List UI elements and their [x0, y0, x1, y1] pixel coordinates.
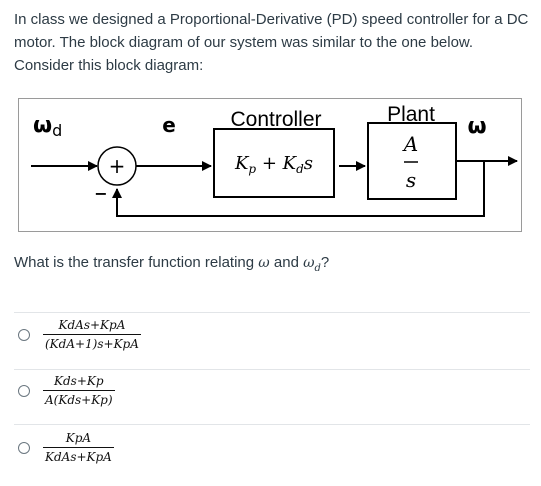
plant-title: Plant — [387, 103, 435, 126]
answer-radio-2[interactable] — [18, 384, 30, 397]
question-text: In class we designed a Proportional-Deri… — [14, 11, 529, 74]
answer-option-2[interactable]: Kds+Kp A(Kds+Kp) — [18, 374, 115, 407]
answer-option-3[interactable]: KpA KdAs+KpA — [18, 431, 114, 464]
omega-d-symbol: ωd — [303, 255, 321, 274]
answer-formula-3: KpA KdAs+KpA — [43, 431, 114, 464]
summer-minus-sign: − — [94, 184, 107, 203]
controller-block — [213, 128, 335, 198]
answer-formula-1: KdAs+KpA (KdA+1)s+KpA — [43, 318, 141, 351]
plant-block — [367, 122, 457, 200]
answer-radio-3[interactable] — [18, 441, 30, 454]
answer-radio-1[interactable] — [18, 328, 30, 341]
input-omega-label: ωd — [33, 113, 62, 140]
plant-denominator: s — [406, 168, 416, 192]
sub-question-prefix: What is the transfer function relating — [14, 254, 259, 271]
block-diagram-svg: ωd + − e Controller Kp + Kds Plant A s ω — [31, 103, 518, 217]
plant-numerator: A — [402, 132, 418, 156]
answer-formula-2: Kds+Kp A(Kds+Kp) — [43, 374, 115, 407]
block-diagram: ωd + − e Controller Kp + Kds Plant A s ω — [18, 98, 522, 232]
answer-option-1[interactable]: KdAs+KpA (KdA+1)s+KpA — [18, 318, 141, 351]
sub-question: What is the transfer function relating ω… — [14, 254, 329, 274]
error-label: e — [162, 113, 176, 137]
controller-title: Controller — [230, 108, 321, 131]
answer-divider — [14, 424, 530, 425]
sub-question-suffix: ? — [320, 254, 330, 271]
answer-divider — [14, 312, 530, 313]
sub-question-middle: and — [269, 254, 304, 271]
output-omega-label: ω — [467, 114, 486, 139]
omega-symbol: ω — [258, 255, 270, 271]
answer-divider — [14, 369, 530, 370]
feedback-path — [112, 161, 485, 217]
summer-plus-sign: + — [109, 154, 126, 178]
